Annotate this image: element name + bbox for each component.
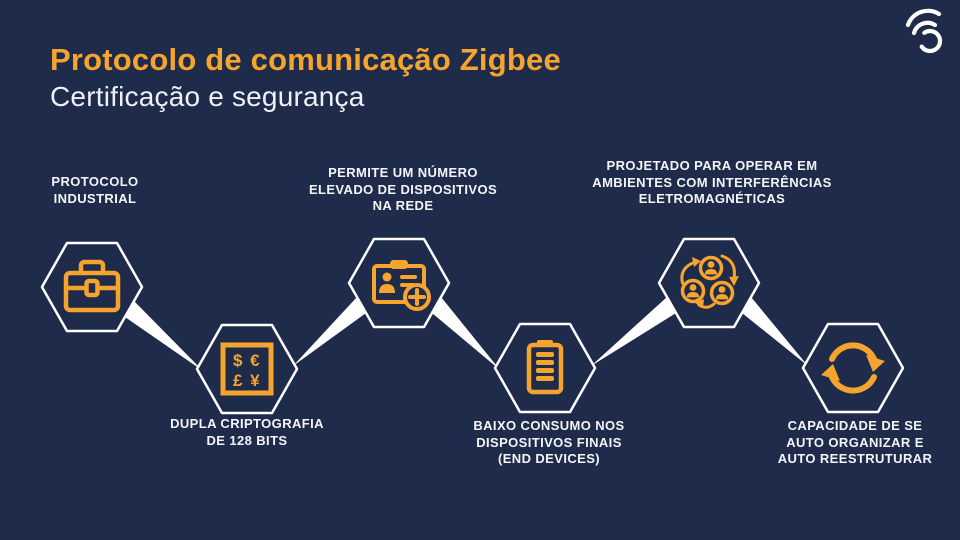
connector-line: [591, 297, 676, 366]
spiral-signal-logo-icon: [905, 8, 943, 54]
slide-title: Protocolo de comunicação Zigbee: [50, 42, 561, 77]
logo-middle-arc: [911, 20, 938, 36]
feature-label-interferencias: PROJETADO PARA OPERAR EM AMBIENTES COM I…: [592, 158, 832, 206]
connector-line: [125, 301, 203, 371]
currency-symbols-row1: $ €: [233, 351, 261, 370]
feature-label-baixo-consumo: BAIXO CONSUMO NOS DISPOSITIVOS FINAIS (E…: [473, 418, 625, 466]
connector-line: [432, 297, 500, 370]
id-card-add-icon: [372, 260, 431, 311]
user-network-icon: [680, 254, 739, 309]
feature-label-numero-dispositivos: PERMITE UM NÚMERO ELEVADO DE DISPOSITIVO…: [308, 165, 498, 213]
feature-label-dupla-criptografia: DUPLA CRIPTOGRAFIA DE 128 BITS: [170, 416, 324, 448]
briefcase-icon: [63, 259, 121, 313]
currency-encryption-icon: $ € £ ¥: [220, 342, 274, 396]
connector-line: [293, 297, 366, 366]
feature-label-protocolo-industrial: PROTOCOLO INDUSTRIAL: [51, 174, 139, 206]
feature-label-auto-organizar: CAPACIDADE DE SE AUTO ORGANIZAR E AUTO R…: [777, 418, 933, 466]
hexagon-auto-organizar: [801, 322, 905, 414]
connectors: [125, 297, 808, 371]
sync-arrows-icon: [821, 342, 885, 394]
slide-subtitle: Certificação e segurança: [50, 81, 365, 112]
hexagon-interferencias: [657, 237, 761, 329]
connector-line: [742, 297, 808, 366]
logo-outer-arc: [905, 8, 942, 28]
battery-icon: [526, 340, 564, 395]
currency-symbols-row2: £ ¥: [233, 371, 261, 390]
logo-hook-arc: [917, 28, 943, 54]
